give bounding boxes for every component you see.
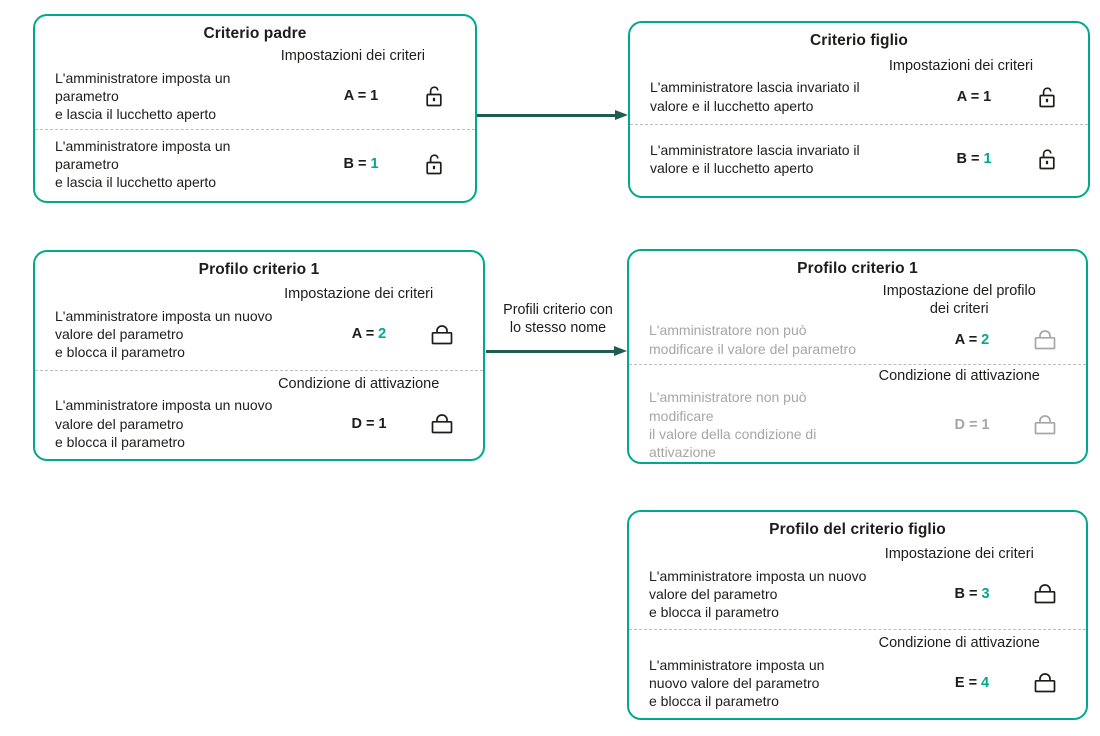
- setting-row: L'amministratore lascia invariato il val…: [650, 78, 1076, 114]
- setting-value-number: 3: [981, 585, 990, 602]
- closed-lock-icon: [1034, 672, 1056, 693]
- segment-label: Impostazioni dei criteri: [888, 57, 1034, 74]
- setting-row: L'amministratore lascia invariato il val…: [650, 141, 1076, 177]
- closed-lock-icon: [431, 413, 453, 434]
- setting-value: E =4: [928, 675, 1016, 691]
- setting-value-name: E =: [954, 674, 978, 691]
- inheritance-arrow: [477, 114, 615, 117]
- policy-profile-1-box: Profilo criterio 1 Impostazione dei crit…: [33, 250, 485, 461]
- setting-description: L'amministratore imposta un nuovo valore…: [55, 307, 273, 361]
- setting-value-number: 1: [983, 150, 992, 167]
- setting-value: D =1: [325, 416, 413, 432]
- setting-segment: Condizione di attivazione L'amministrato…: [629, 629, 1086, 718]
- box-title: Profilo del criterio figlio: [769, 521, 946, 538]
- setting-row: L'amministratore non può modificare il v…: [649, 388, 1074, 461]
- open-lock-icon: [1037, 146, 1057, 172]
- box-title: Profilo criterio 1: [198, 261, 320, 278]
- segment-label: Impostazione dei criteri: [884, 545, 1034, 562]
- closed-lock-icon: [1034, 414, 1056, 435]
- setting-value-number: 1: [983, 88, 992, 105]
- setting-value-number: 4: [981, 674, 990, 691]
- setting-description: L'amministratore imposta un nuovo valore…: [649, 656, 825, 709]
- setting-value-number: 1: [378, 415, 387, 432]
- profile-merge-arrow-label: Profili criterio con lo stesso nome: [503, 302, 613, 336]
- setting-value-name: A =: [351, 326, 375, 343]
- setting-description: L'amministratore lascia invariato il val…: [650, 79, 860, 114]
- box-title: Criterio figlio: [810, 32, 908, 49]
- setting-value-number: 1: [370, 156, 379, 173]
- setting-segment: Impostazione dei criteri L'amministrator…: [629, 541, 1086, 629]
- setting-row: L'amministratore imposta un parametro e …: [55, 69, 463, 124]
- setting-description: L'amministratore imposta un nuovo valore…: [55, 397, 273, 450]
- setting-description: L'amministratore non può modificare il v…: [649, 322, 856, 357]
- setting-value: D =1: [928, 417, 1016, 433]
- setting-value-number: 1: [370, 87, 379, 104]
- setting-segment: Impostazione dei criteri L'amministrator…: [35, 281, 483, 370]
- setting-value-name: B =: [954, 585, 978, 602]
- setting-value: A =1: [317, 88, 405, 104]
- setting-value-name: D =: [954, 416, 978, 433]
- setting-segment: Impostazioni dei criteri L'amministrator…: [630, 52, 1088, 124]
- setting-value: A =2: [928, 332, 1016, 348]
- open-lock-icon: [424, 151, 444, 177]
- segment-label: Impostazioni dei criteri: [280, 48, 425, 64]
- setting-description: L'amministratore imposta un parametro e …: [55, 137, 231, 191]
- setting-row: L'amministratore imposta un nuovo valore…: [649, 656, 1074, 711]
- setting-value: B =1: [930, 151, 1018, 167]
- setting-segment: L'amministratore lascia invariato il val…: [630, 123, 1088, 197]
- closed-lock-icon: [1034, 329, 1056, 350]
- open-lock-icon: [1037, 84, 1057, 110]
- setting-value-number: 2: [378, 326, 387, 343]
- setting-value: B =1: [317, 156, 405, 172]
- setting-segment: Condizione di attivazione L'amministrato…: [35, 369, 483, 460]
- setting-row: L'amministratore imposta un nuovo valore…: [649, 567, 1074, 622]
- segment-label: Condizione di attivazione: [878, 634, 1040, 651]
- setting-value: B =3: [928, 586, 1016, 602]
- segment-label: Impostazione del profilo dei criteri: [882, 283, 1036, 317]
- open-lock-icon: [424, 83, 444, 109]
- child-policy-profile-box: Profilo del criterio figlio Impostazione…: [627, 510, 1088, 720]
- setting-value: A =1: [930, 89, 1018, 105]
- setting-value-name: A =: [954, 331, 978, 348]
- setting-segment: Impostazioni dei criteri L'amministrator…: [35, 45, 475, 129]
- closed-lock-icon: [1034, 583, 1056, 604]
- segment-label: Impostazione dei criteri: [284, 286, 434, 303]
- box-title: Criterio padre: [203, 25, 307, 42]
- setting-value-number: 1: [981, 416, 990, 433]
- parent-policy-box: Criterio padre Impostazioni dei criteri …: [33, 14, 477, 203]
- setting-segment: Condizione di attivazione L'amministrato…: [629, 363, 1086, 467]
- setting-row: L'amministratore imposta un nuovo valore…: [55, 396, 471, 451]
- setting-description: L'amministratore imposta un nuovo valore…: [649, 567, 867, 620]
- applied-policy-profile-box: Profilo criterio 1 Impostazione del prof…: [627, 249, 1088, 464]
- segment-label: Condizione di attivazione: [278, 375, 440, 392]
- child-policy-box: Criterio figlio Impostazioni dei criteri…: [628, 21, 1090, 198]
- setting-row: L'amministratore imposta un nuovo valore…: [55, 307, 471, 362]
- setting-value-name: B =: [343, 156, 367, 173]
- setting-value-name: B =: [956, 150, 980, 167]
- setting-segment: L'amministratore imposta un parametro e …: [35, 129, 475, 201]
- setting-description: L'amministratore non può modificare il v…: [649, 389, 817, 460]
- setting-value-number: 2: [981, 331, 990, 348]
- segment-label: Condizione di attivazione: [878, 367, 1040, 384]
- profile-merge-arrow: [486, 350, 614, 353]
- setting-value-name: D =: [351, 415, 375, 432]
- setting-description: L'amministratore imposta un parametro e …: [55, 69, 231, 123]
- setting-row: L'amministratore non può modificare il v…: [649, 321, 1074, 357]
- box-title: Profilo criterio 1: [797, 260, 918, 277]
- setting-segment: Impostazione del profilo dei criteri L'a…: [629, 280, 1086, 364]
- setting-value-name: A =: [343, 87, 367, 104]
- closed-lock-icon: [431, 324, 453, 345]
- setting-value: A =2: [325, 326, 413, 342]
- setting-row: L'amministratore imposta un parametro e …: [55, 137, 463, 192]
- setting-description: L'amministratore lascia invariato il val…: [650, 141, 860, 176]
- setting-value-name: A =: [956, 88, 980, 105]
